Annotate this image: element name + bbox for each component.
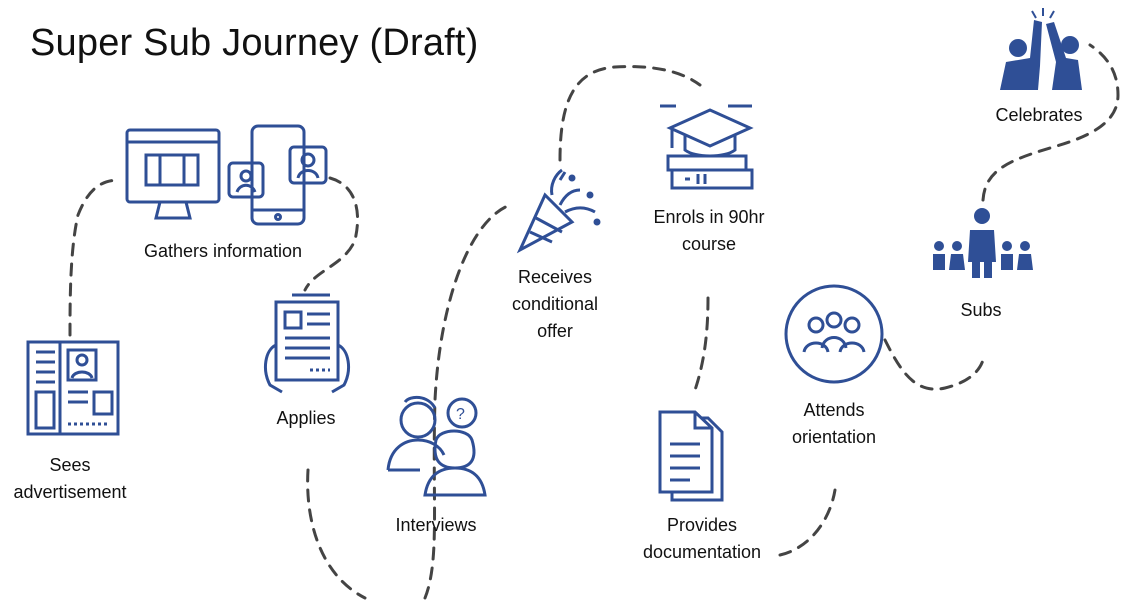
step-label-gathers-information: Gathers information (130, 238, 316, 265)
newspaper-icon (26, 340, 120, 436)
step-label-subs: Subs (946, 297, 1016, 324)
label-line: Applies (276, 408, 336, 428)
step-label-interviews: Interviews (384, 512, 488, 539)
interview-icon: ? (386, 395, 487, 497)
label-line: Sees (49, 455, 91, 475)
step-label-celebrates: Celebrates (984, 102, 1094, 129)
journey-path (68, 43, 1120, 600)
teacher-children-icon (933, 208, 1033, 278)
label-line: Attends (803, 400, 865, 420)
step-label-applies: Applies (266, 405, 346, 432)
step-label-attends-orientation: Attends orientation (782, 397, 886, 451)
computer-phone-icon (125, 124, 328, 226)
party-popper-icon (516, 168, 601, 254)
label-line: Interviews (395, 515, 477, 535)
step-label-enrols-in-course: Enrols in 90hr course (640, 204, 778, 258)
label-line: Subs (960, 300, 1002, 320)
svg-text:?: ? (456, 406, 465, 423)
graduation-books-icon (660, 104, 754, 190)
label-line: Provides (666, 515, 738, 535)
documents-icon (658, 410, 724, 502)
label-line: documentation (642, 542, 762, 562)
label-line: advertisement (13, 482, 127, 502)
application-form-icon (263, 293, 351, 394)
page-title: Super Sub Journey (Draft) (30, 22, 479, 64)
step-label-sees-advertisement: Sees advertisement (10, 452, 130, 506)
label-line: course (681, 234, 737, 254)
step-label-receives-conditional-offer: Receives conditional offer (500, 264, 610, 345)
label-line: offer (537, 321, 573, 341)
label-line: Enrols in 90hr (653, 207, 765, 227)
step-label-provides-documentation: Provides documentation (632, 512, 772, 566)
label-line: Celebrates (995, 105, 1083, 125)
label-line: Receives (517, 267, 593, 287)
label-line: orientation (791, 427, 877, 447)
high-five-icon (1000, 8, 1082, 90)
label-line: conditional (511, 294, 599, 314)
group-circle-icon (784, 284, 884, 384)
label-line: Gathers information (143, 241, 303, 261)
